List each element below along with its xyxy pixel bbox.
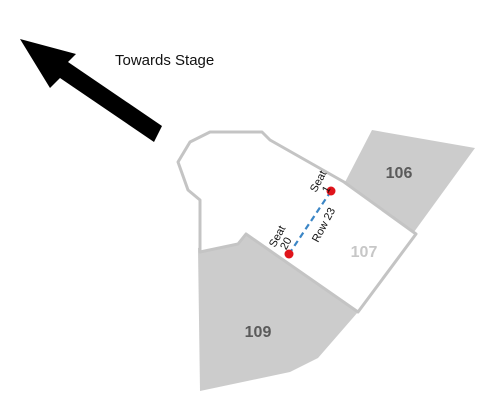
section-107-label: 107: [351, 244, 378, 261]
section-109-label: 109: [245, 324, 272, 341]
section-107[interactable]: 107: [176, 130, 418, 314]
arrow-up-left-icon: [20, 39, 162, 142]
section-106-label: 106: [386, 165, 413, 182]
seat-1-marker[interactable]: [326, 186, 336, 196]
section-107-outline: [176, 130, 418, 314]
row-23-line: [288, 190, 332, 255]
section-109-shape: [198, 234, 358, 391]
seat-20-marker[interactable]: [284, 249, 294, 259]
section-109[interactable]: 109: [198, 234, 358, 391]
seat-20-label-line2: 20: [278, 235, 294, 251]
towards-stage-label: Towards Stage: [115, 52, 214, 69]
seat-1-label-line2: 1: [320, 184, 333, 195]
arrow-shape: [20, 39, 162, 142]
